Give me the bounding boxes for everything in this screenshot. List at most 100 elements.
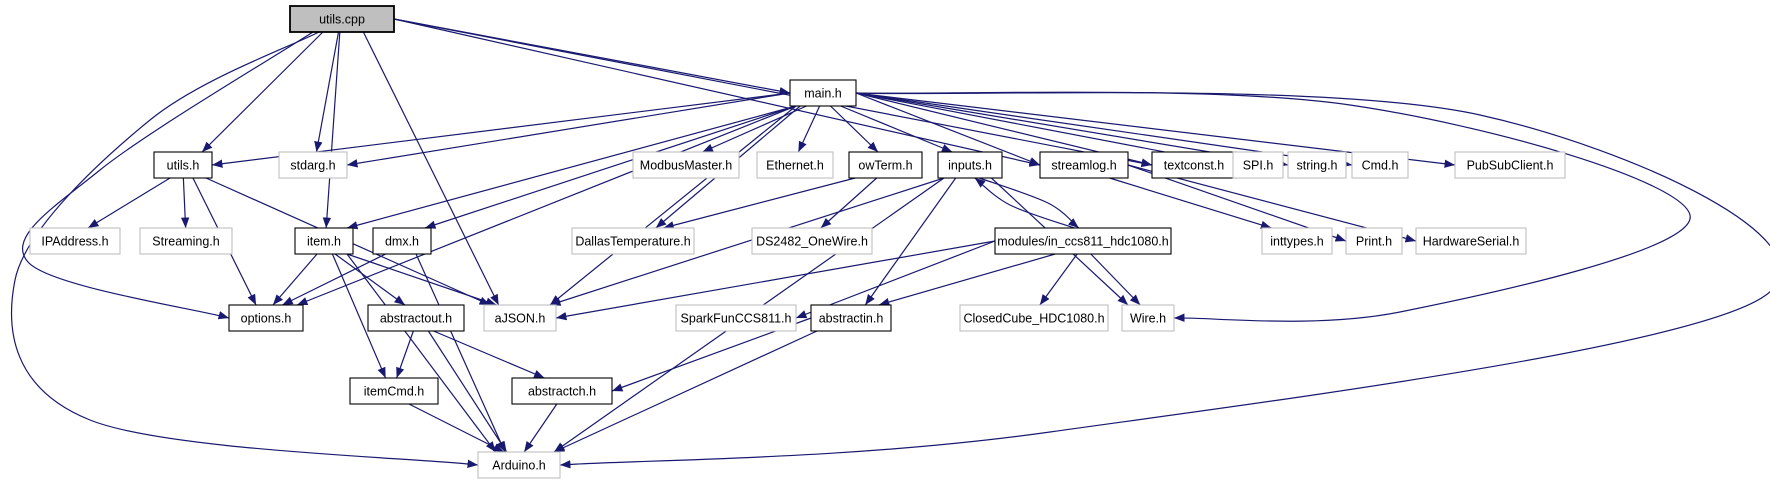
node-options-h[interactable]: options.h: [228, 304, 304, 332]
node-dmx-h[interactable]: dmx.h: [372, 227, 432, 255]
node-box: [349, 377, 439, 405]
node-label: Wire.h: [1130, 312, 1166, 326]
node-box: [675, 304, 797, 332]
node-label: Ethernet.h: [766, 159, 824, 173]
node-box: [294, 227, 354, 255]
edge-abstractout-h-to-arduino-h: [427, 330, 508, 453]
edge-item-h-to-itemcmd-h: [331, 253, 387, 379]
node-abstractout-h[interactable]: abstractout.h: [367, 304, 465, 332]
node-owterm-h[interactable]: owTerm.h: [848, 151, 923, 179]
node-modbusmaster-h: ModbusMaster.h: [632, 151, 740, 179]
edge-inputs-h-to-ajson-h: [549, 177, 945, 306]
node-label: ClosedCube_HDC1080.h: [963, 312, 1104, 326]
node-inttypes-h: inttypes.h: [1261, 227, 1333, 255]
edge-utils-cpp-to-ajson-h: [362, 31, 500, 306]
node-box: [483, 304, 557, 332]
node-box: [511, 377, 613, 405]
edge-item-h-to-abstractout-h: [334, 253, 406, 306]
node-label: Cmd.h: [1362, 159, 1399, 173]
node-box: [477, 451, 561, 479]
node-box: [1261, 227, 1333, 255]
node-abstractch-h[interactable]: abstractch.h: [511, 377, 613, 405]
node-wire-h: Wire.h: [1121, 304, 1175, 332]
node-box: [278, 151, 348, 179]
node-label: PubSubClient.h: [1467, 159, 1554, 173]
edge-utils-cpp-to-stdarg-h: [314, 31, 340, 153]
node-label: item.h: [307, 235, 341, 249]
node-box: [937, 151, 1003, 179]
edge-modules-in-ccs811-hdc1080-h-to-wire-h: [1090, 253, 1141, 306]
node-box: [994, 227, 1172, 255]
node-label: Streaming.h: [152, 235, 219, 249]
edge-main-h-to-stdarg-h: [346, 92, 791, 168]
node-label: SparkFunCCS811.h: [681, 312, 792, 326]
node-streamlog-h[interactable]: streamlog.h: [1039, 151, 1129, 179]
edge-modules-in-ccs811-hdc1080-h-to-ajson-h: [555, 240, 996, 321]
node-label: itemCmd.h: [364, 385, 424, 399]
node-streaming-h: Streaming.h: [139, 227, 233, 255]
node-label: stdarg.h: [290, 159, 335, 173]
edge-dmx-h-to-arduino-h: [415, 253, 506, 453]
node-ajson-h: aJSON.h: [483, 304, 557, 332]
node-box: [1351, 151, 1409, 179]
node-textconst-h[interactable]: textconst.h: [1151, 151, 1237, 179]
edge-abstractout-h-to-itemcmd-h: [396, 330, 414, 379]
edge-utils-h-to-ipaddress-h: [87, 177, 171, 229]
edge-owterm-h-to-dallastemperature-h: [663, 177, 856, 230]
node-box: [289, 5, 395, 33]
edge-main-h-to-ajson-h: [549, 105, 797, 306]
node-label: inputs.h: [948, 159, 992, 173]
node-pubsubclient-h: PubSubClient.h: [1454, 151, 1566, 179]
edge-modules-in-ccs811-hdc1080-h-to-inputs-h: [974, 177, 1075, 229]
node-box: [1232, 151, 1284, 179]
edge-abstractin-h-to-arduino-h: [553, 330, 818, 453]
node-label: modules/in_ccs811_hdc1080.h: [997, 235, 1168, 249]
node-box: [1345, 227, 1403, 255]
node-itemcmd-h[interactable]: itemCmd.h: [349, 377, 439, 405]
node-label: abstractout.h: [380, 312, 452, 326]
node-label: string.h: [1297, 159, 1338, 173]
node-arduino-h: Arduino.h: [477, 451, 561, 479]
node-box: [789, 79, 857, 107]
edge-owterm-h-to-ds2482-onewire-h: [820, 177, 878, 229]
node-box: [756, 151, 834, 179]
node-label: HardwareSerial.h: [1423, 235, 1520, 249]
node-box: [1287, 151, 1347, 179]
node-ipaddress-h: IPAddress.h: [29, 227, 121, 255]
node-label: Arduino.h: [492, 459, 546, 473]
edge-utils-cpp-to-item-h: [322, 31, 341, 229]
node-hardwareserial-h: HardwareSerial.h: [1415, 227, 1527, 255]
node-inputs-h[interactable]: inputs.h: [937, 151, 1003, 179]
nodes-layer: utils.cpp main.h utils.h stdarg.h ModbusMast…: [29, 5, 1566, 479]
node-label: owTerm.h: [858, 159, 912, 173]
node-utils-h[interactable]: utils.h: [153, 151, 213, 179]
node-label: abstractch.h: [528, 385, 596, 399]
node-stdarg-h: stdarg.h: [278, 151, 348, 179]
edge-item-h-to-arduino-h: [346, 253, 497, 453]
node-box: [848, 151, 923, 179]
node-box: [153, 151, 213, 179]
edge-streamlog-h-to-inttypes-h: [1109, 177, 1272, 229]
node-label: dmx.h: [385, 235, 419, 249]
edge-itemcmd-h-to-arduino-h: [408, 403, 505, 453]
node-box: [372, 227, 432, 255]
edge-modules-in-ccs811-hdc1080-h-to-abstractin-h: [878, 253, 1056, 307]
edge-utils-h-to-streaming-h: [180, 177, 190, 229]
edge-item-h-to-ajson-h: [346, 253, 497, 306]
node-label: aJSON.h: [495, 312, 546, 326]
node-box: [1039, 151, 1129, 179]
node-abstractin-h[interactable]: abstractin.h: [810, 304, 892, 332]
node-utils-cpp[interactable]: utils.cpp: [289, 5, 395, 33]
node-label: Print.h: [1356, 235, 1392, 249]
node-main-h[interactable]: main.h: [789, 79, 857, 107]
node-item-h[interactable]: item.h: [294, 227, 354, 255]
edge-main-h-to-dmx-h: [424, 105, 797, 229]
node-box: [810, 304, 892, 332]
node-box: [29, 227, 121, 255]
edge-main-h-to-ethernet-h: [797, 105, 821, 153]
node-label: abstractin.h: [819, 312, 884, 326]
edge-main-h-to-inputs-h: [840, 105, 953, 153]
node-modules-in-ccs811-hdc1080-h[interactable]: modules/in_ccs811_hdc1080.h: [994, 227, 1172, 255]
